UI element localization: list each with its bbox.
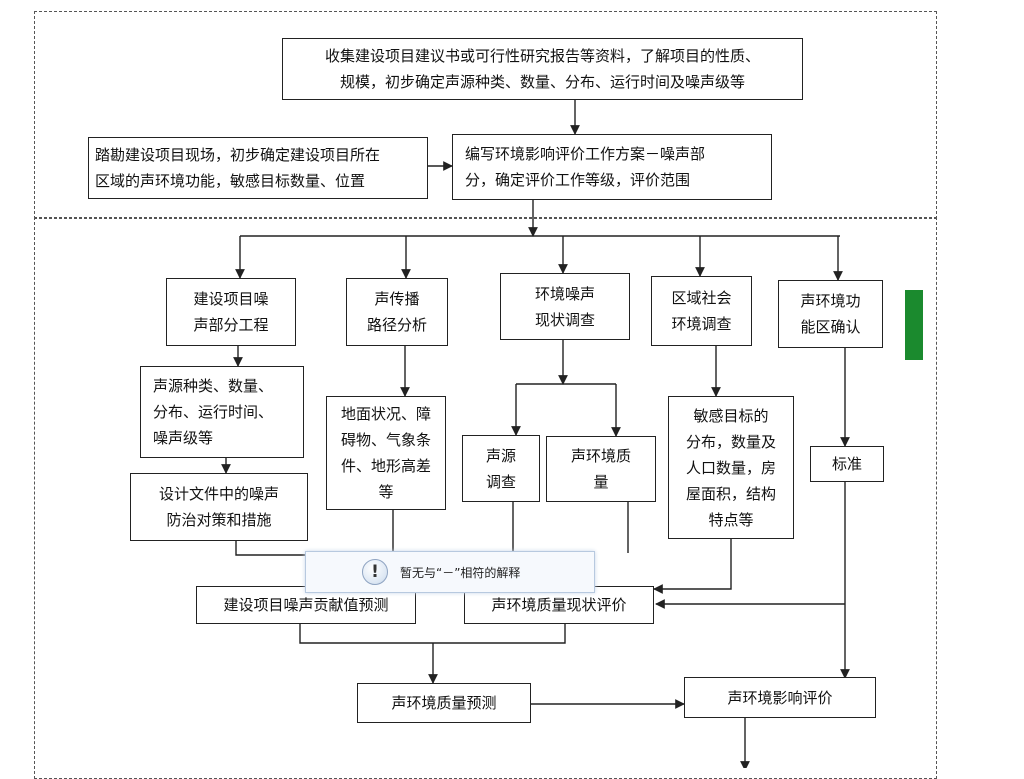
box-quality-prediction: 声环境质量预测 <box>357 683 531 723</box>
line-design-merge <box>235 541 306 556</box>
upper-dashed-frame <box>34 11 937 219</box>
arrow-sensitive-eval <box>653 539 732 594</box>
box-collect-data: 收集建设项目建议书或可行性研究报告等资料，了解项目的性质、 规模，初步确定声源种… <box>282 38 803 100</box>
line-eval-merge <box>299 624 566 644</box>
box-ground-conditions: 地面状况、障 碍物、气象条 件、地形高差 等 <box>326 396 446 510</box>
box-function-zone: 声环境功 能区确认 <box>778 280 883 348</box>
definition-tooltip[interactable]: ! 暂无与“－”相符的解释 <box>305 551 595 593</box>
box-design-measures: 设计文件中的噪声 防治对策和措施 <box>130 473 308 541</box>
info-icon: ! <box>362 559 388 585</box>
box-standard: 标准 <box>810 446 884 482</box>
box-work-plan: 编写环境影响评价工作方案－噪声部 分，确定评价工作等级，评价范围 <box>452 134 772 200</box>
box-site-survey: 踏勘建设项目现场，初步确定建设项目所在 区域的声环境功能，敏感目标数量、位置 <box>88 137 428 199</box>
box-source-types: 声源种类、数量、 分布、运行时间、 噪声级等 <box>140 366 304 458</box>
box-engineering: 建设项目噪 声部分工程 <box>166 278 296 346</box>
box-sensitive-targets: 敏感目标的 分布，数量及 人口数量，房 屋面积，结构 特点等 <box>668 396 794 539</box>
box-propagation: 声传播 路径分析 <box>346 278 448 346</box>
box-source-survey: 声源 调查 <box>462 435 540 502</box>
box-current-survey: 环境噪声 现状调查 <box>500 273 630 340</box>
box-env-quality: 声环境质 量 <box>546 436 656 502</box>
side-scroll-tab[interactable] <box>905 290 923 360</box>
box-impact-evaluation: 声环境影响评价 <box>684 677 876 718</box>
box-social-survey: 区域社会 环境调查 <box>651 276 752 346</box>
tooltip-message: 暂无与“－”相符的解释 <box>400 566 521 580</box>
